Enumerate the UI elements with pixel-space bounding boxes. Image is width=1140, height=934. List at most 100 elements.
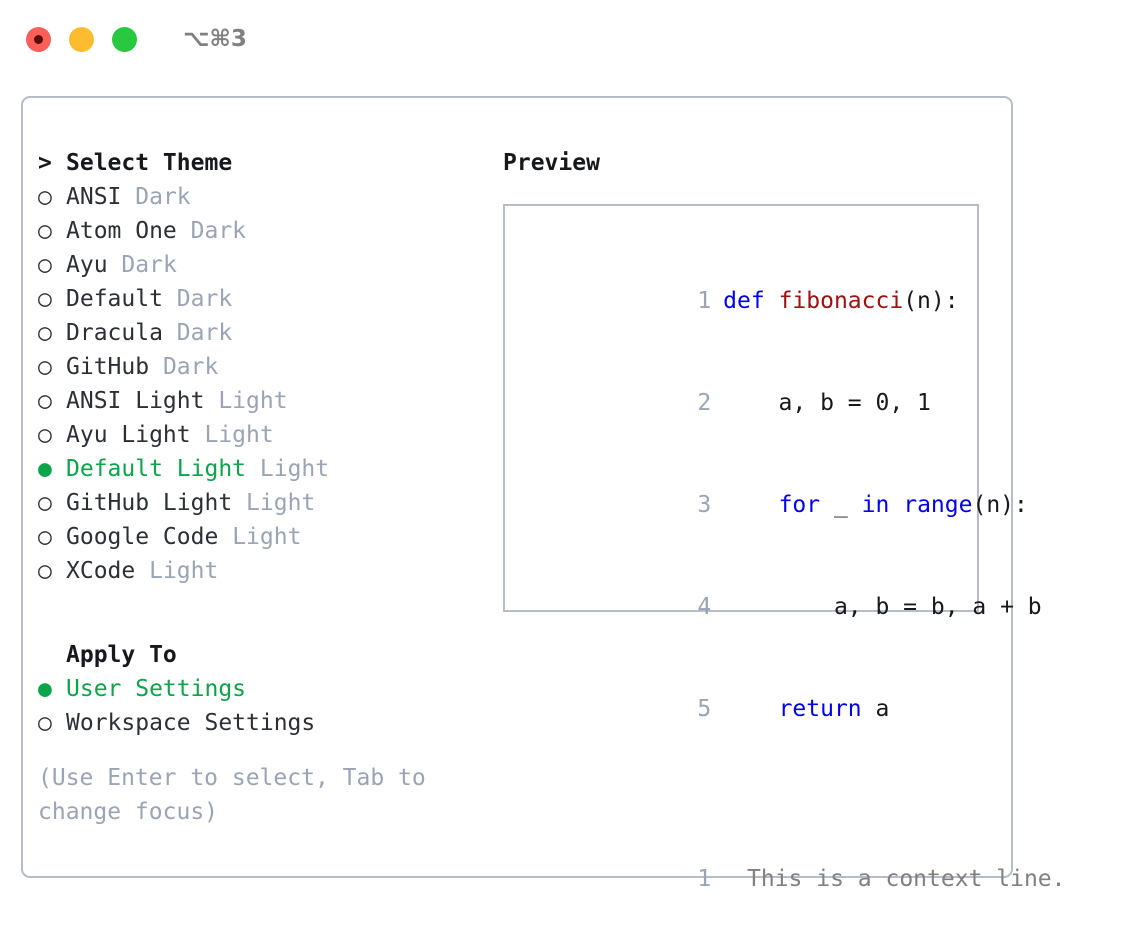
- code-token-builtin: range: [903, 492, 973, 518]
- radio-unselected-icon[interactable]: ○: [38, 320, 52, 346]
- close-button-icon[interactable]: [26, 26, 51, 52]
- theme-kind: Dark: [176, 286, 233, 312]
- panel-columns: > Select Theme ○ ANSI Dark ○ Atom One Da…: [23, 98, 1066, 892]
- radio-selected-icon[interactable]: ●: [38, 676, 52, 702]
- theme-name: GitHub Light: [66, 490, 233, 516]
- theme-name: ANSI Light: [66, 388, 205, 414]
- line-number: 1: [697, 288, 712, 314]
- radio-unselected-icon[interactable]: ○: [38, 710, 52, 736]
- keyboard-hint-text: (Use Enter to select, Tab to change focu…: [38, 765, 426, 825]
- radio-selected-icon[interactable]: ●: [38, 456, 52, 482]
- code-token-keyword: in: [861, 492, 890, 518]
- minimize-button-icon[interactable]: [69, 26, 94, 52]
- traffic-lights: [26, 26, 137, 52]
- theme-name: Atom One: [66, 218, 177, 244]
- code-token-plain: (n):: [972, 492, 1028, 518]
- theme-picker-title: Select Theme: [66, 150, 233, 176]
- theme-option-ayu-light[interactable]: ○ Ayu Light Light: [38, 418, 488, 452]
- code-token-indent: [723, 696, 778, 722]
- radio-unselected-icon[interactable]: ○: [38, 286, 52, 312]
- code-token-plain: [889, 492, 903, 518]
- theme-kind: Light: [246, 490, 316, 516]
- theme-option-dracula-dark[interactable]: ○ Dracula Dark: [38, 316, 488, 350]
- theme-option-default-dark[interactable]: ○ Default Dark: [38, 282, 488, 316]
- code-token-keyword: return: [778, 696, 862, 722]
- radio-unselected-icon[interactable]: ○: [38, 184, 52, 210]
- theme-option-github-dark[interactable]: ○ GitHub Dark: [38, 350, 488, 384]
- theme-kind: Light: [259, 456, 330, 482]
- code-token-keyword: for: [778, 492, 821, 518]
- line-number: 1: [697, 866, 712, 892]
- apply-to-option-label: User Settings: [66, 676, 247, 702]
- theme-option-google-code-light[interactable]: ○ Google Code Light: [38, 520, 488, 554]
- main-panel: > Select Theme ○ ANSI Dark ○ Atom One Da…: [21, 96, 1066, 892]
- maximize-button-icon[interactable]: [112, 26, 137, 52]
- theme-name: Ayu Light: [66, 422, 191, 448]
- line-number: 4: [697, 594, 712, 620]
- radio-unselected-icon[interactable]: ○: [38, 252, 52, 278]
- diff-text: This is a context line.: [733, 866, 1066, 892]
- code-line: 3 for _ in range(n):: [505, 454, 1028, 556]
- apply-to-label: Apply To: [66, 642, 177, 668]
- keyboard-shortcut-label: ⌥⌘3: [183, 26, 247, 52]
- code-token-plain: a, b = 0, 1: [723, 390, 931, 416]
- code-token-function: fibonacci: [778, 288, 904, 314]
- code-token-plain: _: [820, 492, 862, 518]
- radio-unselected-icon[interactable]: ○: [38, 388, 52, 414]
- apply-to-option-user-settings[interactable]: ● User Settings: [38, 672, 488, 706]
- apply-to-option-workspace-settings[interactable]: ○ Workspace Settings: [38, 706, 488, 740]
- theme-name: Default Light: [66, 456, 247, 482]
- code-token-plain: (n):: [903, 288, 959, 314]
- theme-kind: Dark: [176, 320, 233, 346]
- line-number: 2: [697, 390, 712, 416]
- theme-option-ayu-dark[interactable]: ○ Ayu Dark: [38, 248, 488, 282]
- line-number: 3: [697, 492, 712, 518]
- theme-kind: Dark: [190, 218, 247, 244]
- theme-name: Ayu: [66, 252, 108, 278]
- theme-option-ansi-light[interactable]: ○ ANSI Light Light: [38, 384, 488, 418]
- code-token-plain: a, b = b, a + b: [723, 594, 1042, 620]
- radio-unselected-icon[interactable]: ○: [38, 558, 52, 584]
- code-line: 1 def fibonacci(n):: [505, 250, 977, 352]
- theme-picker-header: > Select Theme: [38, 146, 488, 180]
- theme-kind: Light: [149, 558, 219, 584]
- theme-name: Dracula: [66, 320, 163, 346]
- theme-picker-column: > Select Theme ○ ANSI Dark ○ Atom One Da…: [38, 146, 488, 740]
- radio-unselected-icon[interactable]: ○: [38, 422, 52, 448]
- radio-unselected-icon[interactable]: ○: [38, 218, 52, 244]
- theme-name: GitHub: [66, 354, 150, 380]
- preview-title: Preview: [503, 150, 600, 176]
- theme-option-atom-one-dark[interactable]: ○ Atom One Dark: [38, 214, 488, 248]
- code-line: 5 return a: [505, 658, 977, 760]
- radio-unselected-icon[interactable]: ○: [38, 524, 52, 550]
- theme-name: XCode: [66, 558, 136, 584]
- section-spacer: [38, 588, 488, 638]
- code-line: 4 a, b = b, a + b: [505, 556, 1041, 658]
- radio-unselected-icon[interactable]: ○: [38, 490, 52, 516]
- theme-kind: Dark: [162, 354, 219, 380]
- code-token-indent: [723, 492, 778, 518]
- code-token-plain: a: [861, 696, 890, 722]
- code-token-keyword: def: [723, 288, 779, 314]
- theme-option-default-light[interactable]: ● Default Light Light: [38, 452, 488, 486]
- theme-kind: Light: [204, 422, 274, 448]
- line-number: 5: [697, 696, 712, 722]
- prompt-caret-icon: >: [38, 150, 52, 176]
- diff-marker: [723, 862, 733, 896]
- code-line: 2 a, b = 0, 1: [505, 352, 977, 454]
- theme-option-github-light[interactable]: ○ GitHub Light Light: [38, 486, 488, 520]
- theme-option-ansi-dark[interactable]: ○ ANSI Dark: [38, 180, 488, 214]
- radio-unselected-icon[interactable]: ○: [38, 354, 52, 380]
- theme-kind: Dark: [121, 252, 177, 278]
- diff-line-context: 1 This is a context line.: [505, 828, 1065, 930]
- theme-name: Default: [66, 286, 163, 312]
- apply-to-section-header: Apply To: [38, 638, 488, 672]
- apply-to-option-label: Workspace Settings: [66, 710, 316, 736]
- theme-name: Google Code: [66, 524, 219, 550]
- code-blank-line: [505, 760, 977, 794]
- theme-option-xcode-light[interactable]: ○ XCode Light: [38, 554, 488, 588]
- diff-line-deleted: 2- This line was deleted.: [505, 930, 977, 934]
